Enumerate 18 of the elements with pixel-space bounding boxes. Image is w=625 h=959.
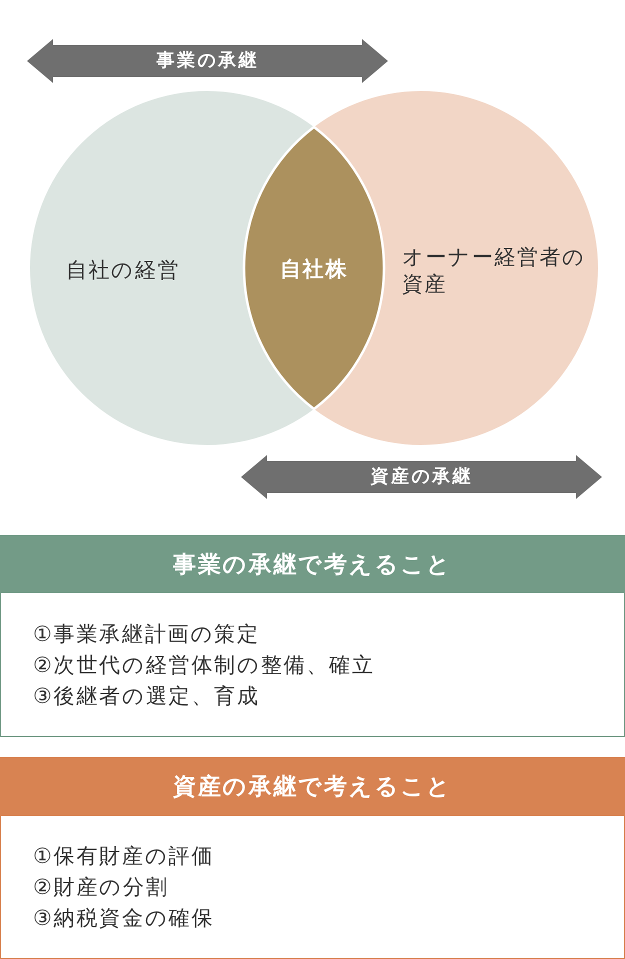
section-heading: 資産の承継で考えること [0,757,625,816]
list-item: ③後継者の選定、育成 [33,683,260,710]
section-panel [0,535,625,737]
list-item: ②財産の分割 [33,874,169,901]
list-item: ①保有財産の評価 [33,843,214,870]
lens-label: 自社株 [280,256,348,283]
list-item: ③納税資金の確保 [33,905,214,932]
arrow-label: 資産の承継 [370,465,473,489]
list-item: ②次世代の経営体制の整備、確立 [33,652,375,679]
section-panel [0,757,625,959]
double-arrow-band [241,455,602,499]
list-item: ①事業承継計画の策定 [33,621,260,648]
double-arrow-band [27,39,388,83]
arrow-label: 事業の承継 [156,49,259,73]
section-heading: 事業の承継で考えること [0,535,625,593]
region-label: 自社の経営 [66,257,180,284]
overlap-lens [240,125,388,413]
region-label: オーナー経営者の資産 [402,244,587,298]
